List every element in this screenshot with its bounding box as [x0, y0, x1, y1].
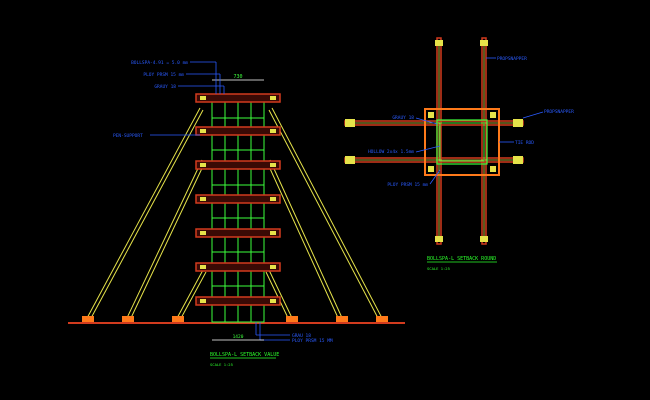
label-plan-hollow: HOLLOW 2x4x 1.5mm [368, 149, 414, 155]
elevation-view: 730 BOLLSPA-4.91 = 5.0 mm PLOY PRSM 15 m… [68, 60, 405, 367]
plan-corner-wedges [428, 112, 496, 172]
dimension-bottom: 1420 [233, 334, 244, 340]
plan-prop-ends [345, 40, 523, 242]
label-plan-grau: GRAUY 18 [392, 115, 414, 121]
label-formwork-bolt: BOLLSPA-4.91 = 5.0 mm [131, 60, 188, 66]
label-grau-bottom: GRAU 18 [292, 333, 311, 339]
plan-column-section [436, 119, 488, 165]
label-plan-propsnapper-mid: PROPSNAPPER [544, 109, 574, 115]
label-plan-tie-rod: TIE ROD [515, 140, 534, 146]
diagonal-props [85, 107, 384, 321]
label-pen-support: PEN-SUPPORT [113, 133, 143, 139]
plan-scale: SCALE 1:25 [427, 266, 450, 271]
label-grau: GRAUY 18 [154, 84, 176, 90]
plan-column-inner [439, 122, 485, 162]
plan-title: BOLLSPA-L SETBACK ROUND [427, 256, 496, 262]
label-plywood-bottom: PLOY PRSM 15 MM [292, 338, 333, 344]
elevation-leaders [150, 61, 290, 341]
plan-leaders [415, 57, 544, 185]
label-plywood: PLOY PRSM 15 mm [143, 72, 184, 78]
prop-feet [82, 316, 388, 322]
yoke-wedges [200, 96, 276, 303]
dimension-top: 730 [233, 74, 242, 80]
plan-view: PROPSNAPPER PROPSNAPPER TIE ROD GRAUY 18… [344, 37, 574, 271]
label-plan-plywood: PLOY PRSM 15 mm [387, 182, 428, 188]
elevation-scale: SCALE 1:25 [210, 362, 233, 367]
label-plan-propsnapper-top: PROPSNAPPER [497, 56, 527, 62]
column-yokes [195, 93, 281, 306]
elevation-title: BOLLSPA-L SETBACK VALUE [210, 352, 279, 358]
